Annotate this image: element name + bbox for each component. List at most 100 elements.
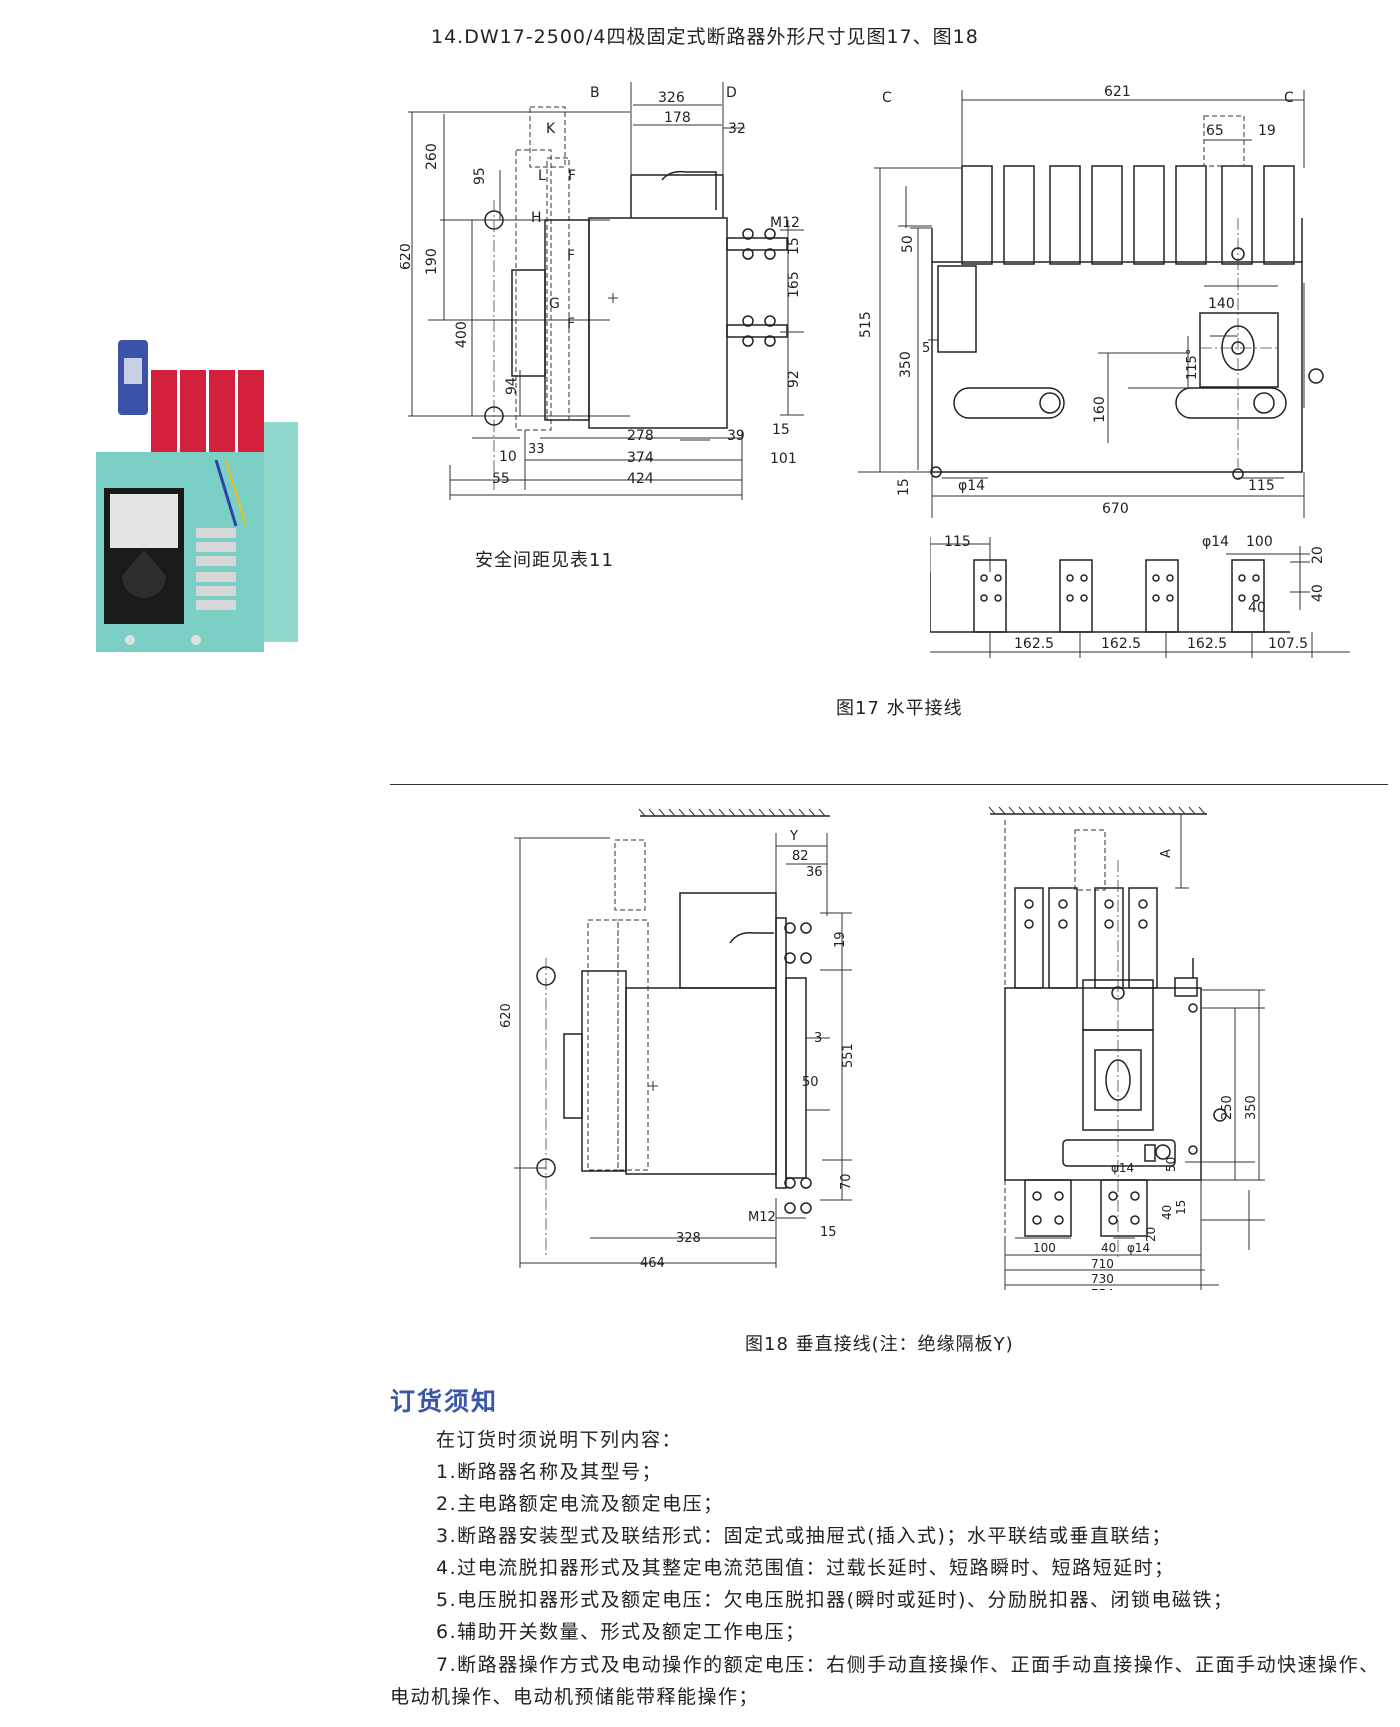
svg-text:754: 754 bbox=[1091, 1287, 1114, 1290]
svg-text:250: 250 bbox=[1220, 1095, 1235, 1120]
svg-text:278: 278 bbox=[627, 428, 654, 444]
fig17-terminal-view: 115 φ14 100 20 40 40 162.5 162.5 162.5 1… bbox=[930, 534, 1350, 658]
svg-text:36: 36 bbox=[806, 865, 823, 880]
label-B: B bbox=[590, 85, 600, 101]
svg-text:464: 464 bbox=[640, 1256, 665, 1271]
svg-text:710: 710 bbox=[1091, 1257, 1114, 1271]
svg-text:350: 350 bbox=[1244, 1095, 1259, 1120]
breaker-photo bbox=[96, 340, 298, 652]
svg-text:15: 15 bbox=[786, 237, 802, 255]
svg-text:190: 190 bbox=[424, 248, 440, 275]
svg-text:160: 160 bbox=[1092, 396, 1108, 423]
svg-text:92: 92 bbox=[786, 370, 802, 388]
svg-text:40: 40 bbox=[1310, 584, 1326, 602]
order-item: 1.断路器名称及其型号； bbox=[436, 1461, 663, 1483]
svg-text:94: 94 bbox=[504, 377, 520, 395]
svg-text:40: 40 bbox=[1160, 1205, 1174, 1220]
svg-text:M12: M12 bbox=[748, 1210, 776, 1225]
svg-text:140: 140 bbox=[1208, 296, 1235, 312]
label-D: D bbox=[726, 85, 737, 101]
svg-text:100: 100 bbox=[1246, 534, 1273, 550]
svg-text:65: 65 bbox=[1206, 123, 1224, 139]
svg-text:20: 20 bbox=[1310, 546, 1326, 564]
order-item: 7.断路器操作方式及电动操作的额定电压：右侧手动直接操作、正面手动直接操作、正面… bbox=[390, 1654, 1380, 1708]
svg-text:670: 670 bbox=[1102, 501, 1129, 517]
fig17-front-view: C C 621 65 19 50 515 140 350 115° 5 160 … bbox=[858, 84, 1324, 518]
svg-text:10: 10 bbox=[499, 449, 517, 465]
svg-text:165: 165 bbox=[786, 271, 802, 298]
svg-text:39: 39 bbox=[727, 428, 745, 444]
order-item: 5.电压脱扣器形式及额定电压：欠电压脱扣器(瞬时或延时)、分励脱扣器、闭锁电磁铁… bbox=[436, 1589, 1234, 1611]
svg-text:100: 100 bbox=[1033, 1241, 1056, 1255]
svg-text:H: H bbox=[531, 210, 542, 226]
divider bbox=[390, 784, 1388, 785]
svg-text:3: 3 bbox=[814, 1031, 822, 1046]
fig18-side-view: Y 82 36 19 620 3 551 50 70 M12 15 328 46… bbox=[500, 808, 856, 1271]
svg-text:326: 326 bbox=[658, 90, 685, 106]
fig18-caption: 图18 垂直接线(注：绝缘隔板Y) bbox=[745, 1334, 1014, 1355]
svg-text:19: 19 bbox=[1258, 123, 1276, 139]
order-list: 在订货时须说明下列内容： 1.断路器名称及其型号； 2.主电路额定电流及额定电压… bbox=[390, 1425, 1390, 1708]
svg-text:32: 32 bbox=[728, 121, 746, 137]
svg-text:115: 115 bbox=[1248, 478, 1275, 494]
svg-text:55: 55 bbox=[492, 471, 510, 487]
svg-text:L: L bbox=[538, 168, 546, 184]
svg-text:Y: Y bbox=[789, 829, 798, 844]
svg-text:20: 20 bbox=[1144, 1227, 1158, 1242]
svg-text:730: 730 bbox=[1091, 1272, 1114, 1286]
svg-text:350: 350 bbox=[898, 351, 914, 378]
svg-text:15: 15 bbox=[896, 478, 912, 496]
svg-text:107.5: 107.5 bbox=[1268, 636, 1308, 652]
svg-text:G: G bbox=[549, 296, 560, 312]
svg-text:162.5: 162.5 bbox=[1014, 636, 1054, 652]
svg-text:101: 101 bbox=[770, 451, 797, 467]
fig17-caption: 图17 水平接线 bbox=[836, 698, 963, 719]
svg-text:162.5: 162.5 bbox=[1101, 636, 1141, 652]
svg-text:95: 95 bbox=[472, 167, 488, 185]
svg-text:50: 50 bbox=[900, 235, 916, 253]
svg-text:620: 620 bbox=[500, 1003, 514, 1028]
section-title: 14.DW17-2500/4四极固定式断路器外形尺寸见图17、图18 bbox=[431, 26, 979, 48]
svg-text:328: 328 bbox=[676, 1231, 701, 1246]
svg-text:620: 620 bbox=[400, 243, 414, 270]
svg-text:515: 515 bbox=[858, 311, 874, 338]
order-intro: 在订货时须说明下列内容： bbox=[436, 1429, 683, 1451]
svg-text:50: 50 bbox=[1164, 1157, 1178, 1172]
svg-text:82: 82 bbox=[792, 849, 809, 864]
svg-text:374: 374 bbox=[627, 450, 654, 466]
order-item: 6.辅助开关数量、形式及额定工作电压； bbox=[436, 1621, 806, 1643]
svg-text:260: 260 bbox=[424, 143, 440, 170]
fig17-side-view: B D 326 178 32 K L F H F G F 260 95 620 … bbox=[400, 82, 804, 500]
order-item: 4.过电流脱扣器形式及其整定电流范围值：过载长延时、短路瞬时、短路短延时； bbox=[436, 1557, 1175, 1579]
order-item: 3.断路器安装型式及联结形式：固定式或抽屉式(插入式)；水平联结或垂直联结； bbox=[436, 1525, 1172, 1547]
svg-text:C: C bbox=[882, 90, 892, 106]
svg-text:33: 33 bbox=[528, 442, 545, 457]
svg-text:621: 621 bbox=[1104, 84, 1131, 100]
svg-text:A: A bbox=[1159, 849, 1174, 858]
svg-text:40: 40 bbox=[1248, 600, 1266, 616]
svg-text:C: C bbox=[1284, 90, 1294, 106]
svg-text:19: 19 bbox=[833, 931, 848, 948]
svg-text:φ14: φ14 bbox=[1202, 534, 1229, 550]
svg-text:551: 551 bbox=[841, 1043, 856, 1068]
svg-text:5: 5 bbox=[922, 341, 930, 356]
svg-text:K: K bbox=[546, 121, 556, 137]
svg-text:115: 115 bbox=[944, 534, 971, 550]
svg-text:F: F bbox=[567, 316, 575, 332]
svg-text:φ14: φ14 bbox=[958, 478, 985, 494]
order-item: 2.主电路额定电流及额定电压； bbox=[436, 1493, 724, 1515]
svg-text:15: 15 bbox=[1174, 1200, 1188, 1215]
order-heading: 订货须知 bbox=[390, 1387, 499, 1416]
svg-text:178: 178 bbox=[664, 110, 691, 126]
svg-text:50: 50 bbox=[802, 1075, 819, 1090]
svg-text:40: 40 bbox=[1101, 1241, 1116, 1255]
svg-text:φ14: φ14 bbox=[1127, 1241, 1150, 1255]
svg-text:162.5: 162.5 bbox=[1187, 636, 1227, 652]
svg-text:F: F bbox=[568, 168, 576, 184]
svg-text:M12: M12 bbox=[770, 215, 800, 231]
svg-text:F: F bbox=[567, 248, 575, 264]
svg-text:15: 15 bbox=[820, 1225, 837, 1240]
svg-text:115°: 115° bbox=[1185, 349, 1200, 380]
svg-text:400: 400 bbox=[454, 321, 470, 348]
safety-note: 安全间距见表11 bbox=[475, 550, 614, 571]
